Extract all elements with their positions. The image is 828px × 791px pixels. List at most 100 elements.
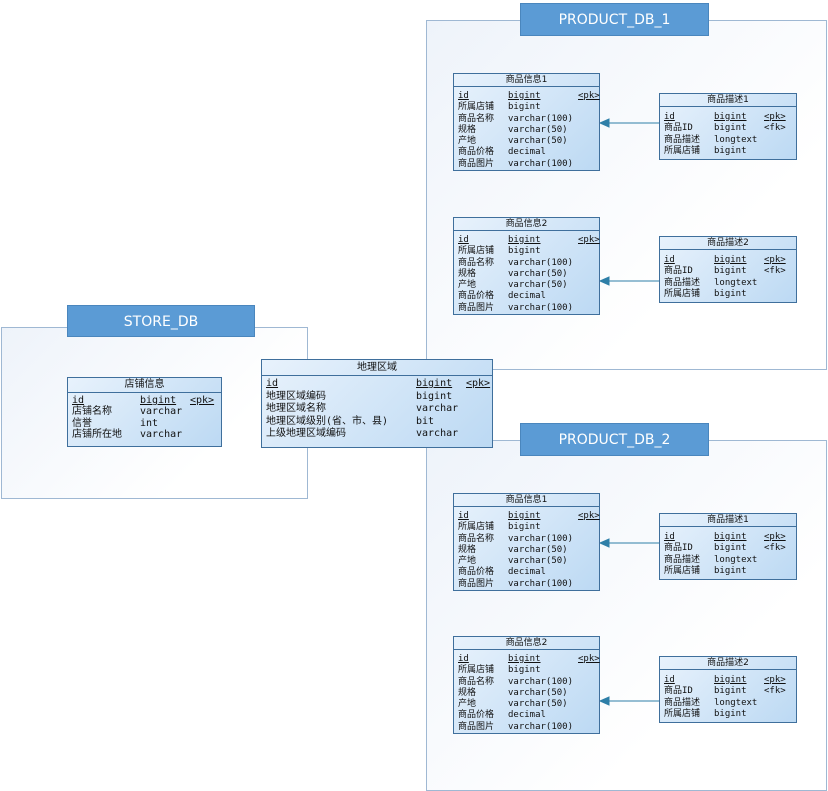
column-key: <pk> bbox=[578, 91, 600, 101]
column-type: bigint bbox=[714, 543, 747, 554]
store-db-label[interactable]: STORE_DB bbox=[67, 305, 255, 337]
column-type: bigint bbox=[508, 654, 541, 664]
column-type: bigint bbox=[714, 123, 747, 134]
entity-title: 地理区域 bbox=[262, 360, 492, 376]
column-name: 所属店铺 bbox=[664, 288, 701, 299]
column-type: bigint bbox=[714, 686, 747, 697]
column-type: bigint bbox=[714, 532, 747, 542]
column-name: 信誉 bbox=[72, 417, 92, 429]
column-row[interactable]: 地理区域级别(省、市、县)bit bbox=[262, 416, 492, 429]
column-row[interactable]: 商品价格 decimal bbox=[454, 147, 599, 158]
column-name: id bbox=[664, 532, 675, 542]
column-name: 商品图片 bbox=[458, 158, 495, 169]
column-type: varchar(100) bbox=[508, 721, 574, 732]
column-key: <pk> bbox=[578, 511, 600, 521]
column-name: 产地 bbox=[458, 556, 477, 567]
column-name: 商品名称 bbox=[458, 113, 495, 124]
column-name: 商品价格 bbox=[458, 147, 495, 158]
column-type: longtext bbox=[714, 697, 758, 708]
entity-title: 商品描述2 bbox=[660, 657, 796, 670]
column-type: varchar(100) bbox=[508, 533, 574, 544]
column-type: varchar bbox=[140, 406, 183, 418]
column-type: varchar bbox=[416, 428, 459, 439]
column-name: 规格 bbox=[458, 124, 477, 135]
column-type: bigint bbox=[508, 511, 541, 521]
column-type: bigint bbox=[508, 102, 541, 113]
product-db-2-label[interactable]: PRODUCT_DB_2 bbox=[520, 423, 709, 456]
column-type: longtext bbox=[714, 134, 758, 145]
column-type: varchar(50) bbox=[508, 544, 568, 555]
column-name: id bbox=[458, 91, 469, 101]
column-name: 商品ID bbox=[664, 123, 693, 134]
column-name: 商品价格 bbox=[458, 710, 495, 721]
entity-title: 商品描述1 bbox=[660, 514, 796, 527]
column-type: decimal bbox=[508, 147, 546, 158]
entity-title: 店铺信息 bbox=[68, 378, 221, 393]
product-db-1-label[interactable]: PRODUCT_DB_1 bbox=[520, 3, 709, 36]
column-key: <fk> bbox=[764, 543, 786, 554]
column-type: bigint bbox=[714, 255, 747, 265]
